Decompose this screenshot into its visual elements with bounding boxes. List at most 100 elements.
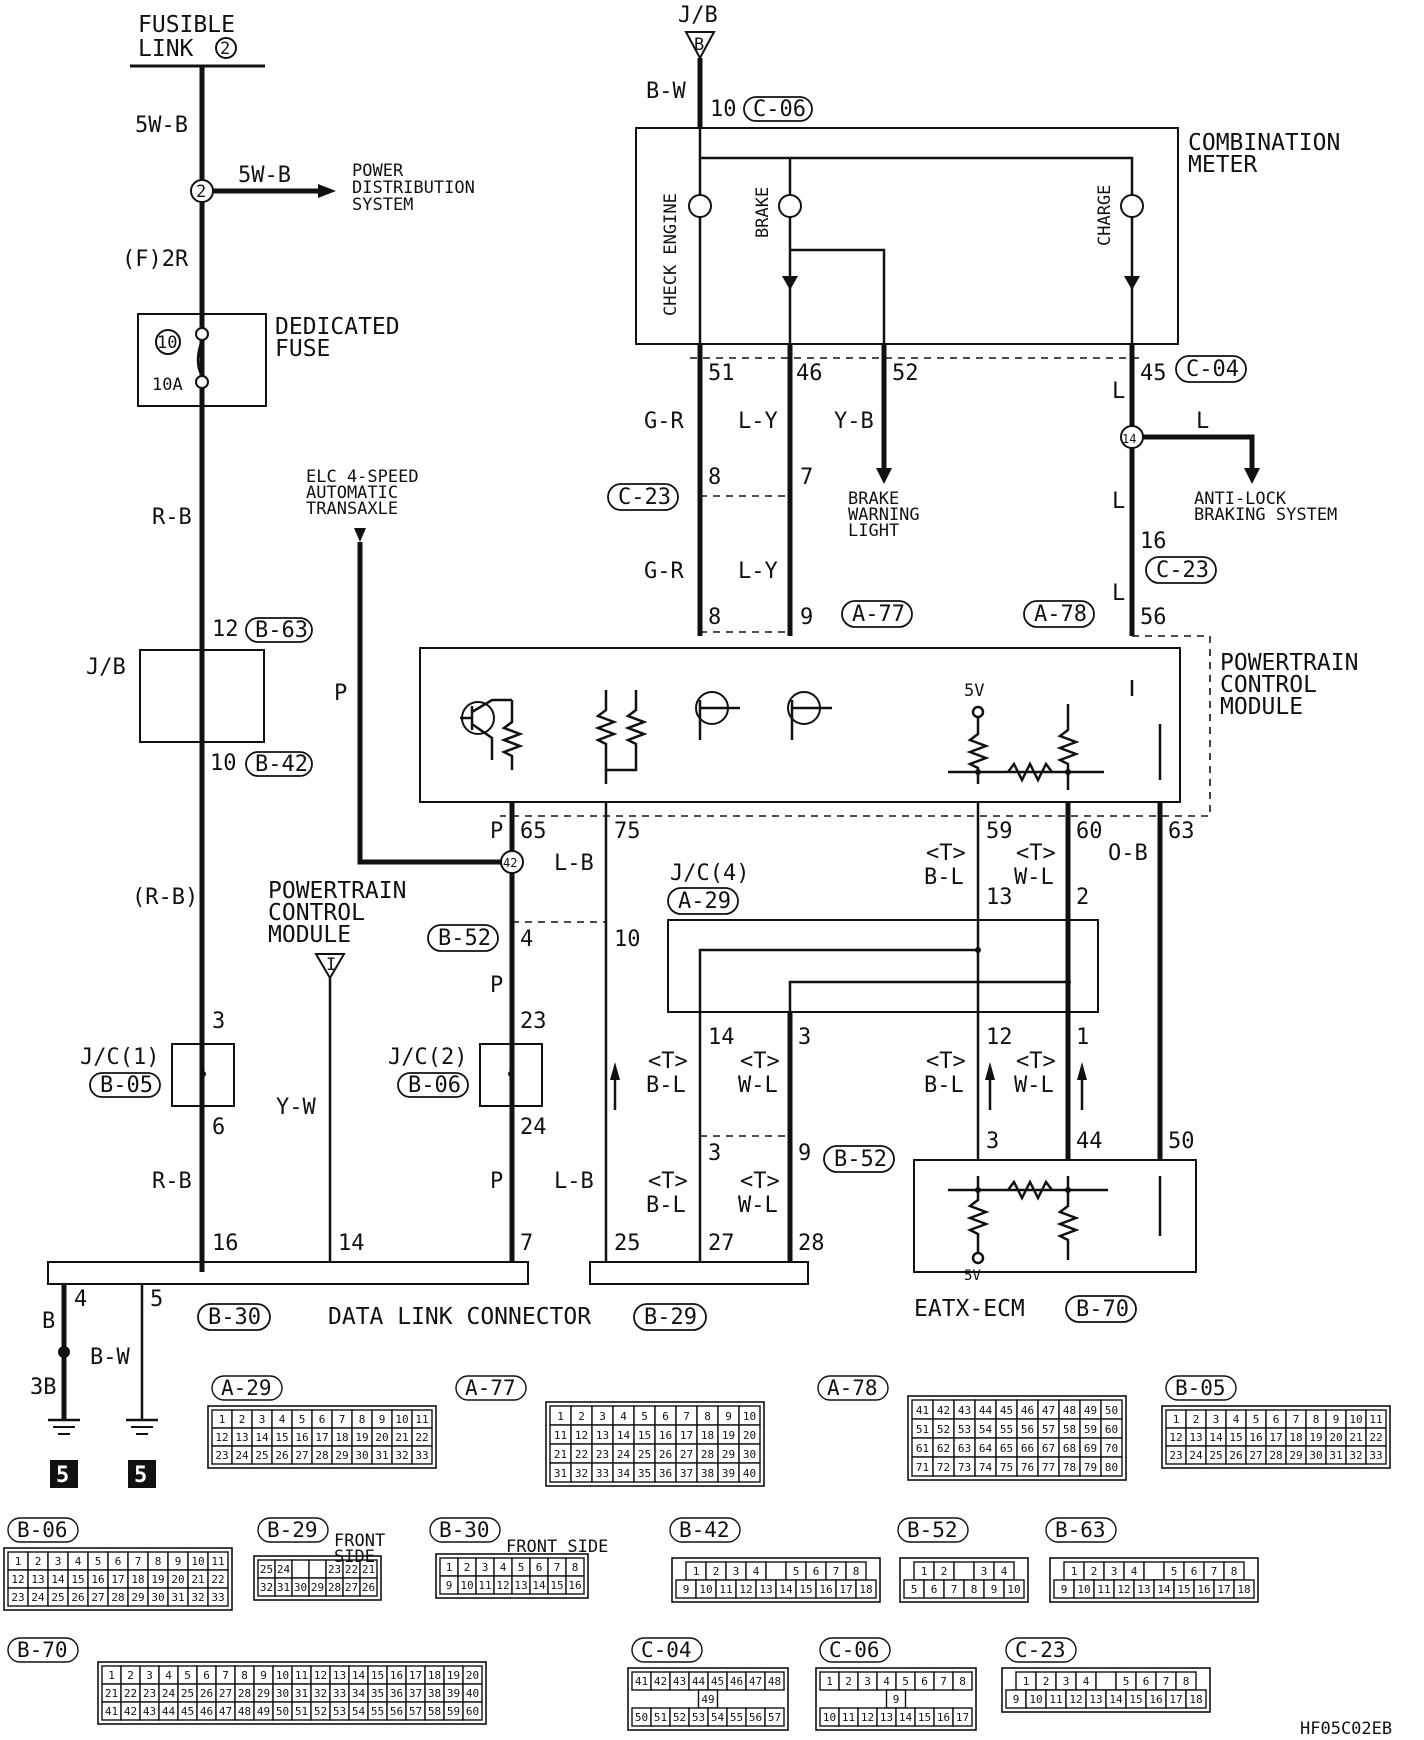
wire-brake-warning-internal	[790, 248, 886, 344]
connector-pin-number: 18	[1289, 1431, 1302, 1444]
connector-pin-number: 65	[1000, 1442, 1013, 1455]
wire-label-bw-top: B-W	[646, 79, 686, 104]
connector-pin-number: 27	[345, 1581, 358, 1594]
fuse-number: 10	[157, 333, 177, 353]
connector-pin-number: 4	[1001, 1565, 1008, 1578]
powertrain-control-module	[419, 647, 1181, 803]
pin-3-jc1: 3	[212, 1009, 225, 1034]
wire-label-gr-a: G-R	[644, 409, 684, 434]
connector-pin-number: 46	[200, 1705, 213, 1718]
joint-connector-4	[667, 919, 1099, 1013]
connector-pin-number: 16	[819, 1583, 832, 1596]
connector-pin-number: 20	[743, 1429, 756, 1442]
connector-pin-number: 43	[673, 1675, 686, 1688]
connector-pin-number: 20	[466, 1669, 479, 1682]
pcm-label-2: CONTROL	[1220, 672, 1317, 698]
connector-pin-number: 32	[260, 1581, 273, 1594]
connector-pin-number: 50	[1105, 1404, 1118, 1417]
connector-pin-number: 1	[1071, 1565, 1078, 1578]
pcm-right-leads-icon	[1130, 680, 1162, 780]
connector-pin-number: 45	[181, 1705, 194, 1718]
connector-pin-number: 8	[971, 1583, 978, 1596]
connector-pin-number: 10	[395, 1413, 408, 1426]
connector-pin-number: 17	[1217, 1583, 1230, 1596]
connector-outline	[899, 1557, 1029, 1603]
splice-42-label: 42	[503, 856, 517, 870]
connector-pin-number: 15	[1229, 1431, 1242, 1444]
check-engine-label: CHECK ENGINE	[661, 193, 681, 316]
connector-pin-number: 36	[390, 1687, 403, 1700]
connector-pin-number: 16	[91, 1573, 104, 1586]
connector-pin-number: 35	[371, 1687, 384, 1700]
connector-pin-number: 3	[599, 1410, 606, 1423]
junction-block-top-label: J/B	[678, 3, 718, 28]
connector-pin-number: 11	[295, 1669, 308, 1682]
connector-tag-frame	[7, 1637, 79, 1663]
connector-pin-number: 23	[215, 1449, 228, 1462]
brake-diode-icon	[782, 276, 798, 290]
pin-5-dlc: 5	[150, 1287, 163, 1312]
pin-59: 59	[986, 819, 1013, 844]
pin-10-b52: 10	[614, 927, 641, 952]
pin-3-jc4: 3	[798, 1025, 811, 1050]
eatx-node-b	[1065, 1187, 1071, 1193]
connector-pin-number: 26	[275, 1449, 288, 1462]
connector-pin-number: 23	[143, 1687, 156, 1700]
connector-pin-number: 12	[314, 1669, 327, 1682]
pcm-5v-label: 5V	[964, 681, 984, 701]
joint-connector-1-label: J/C(1)	[80, 1045, 159, 1070]
connector-pin-number: 5	[1253, 1413, 1260, 1426]
connector-pin-number: 1	[921, 1565, 928, 1578]
connector-pin-number: 27	[91, 1591, 104, 1604]
pin-8-a77: 8	[708, 605, 721, 630]
pin-9-a77: 9	[800, 605, 813, 630]
connector-pin-number: 2	[941, 1565, 948, 1578]
tag-b63: B-63	[245, 617, 313, 643]
wire-p-elc	[357, 542, 501, 865]
connector-pin-number: 25	[1209, 1449, 1222, 1462]
connector-tag-label: C-23	[1015, 1638, 1066, 1662]
wire-label-rb-b: R-B	[152, 1169, 192, 1194]
connector-pin-number: 9	[1013, 1693, 1020, 1706]
connector-pin-number: 21	[105, 1687, 118, 1700]
wire-label-wl-d: W-L	[738, 1193, 778, 1218]
eatx-5v-terminal-icon	[971, 1251, 985, 1265]
connector-tag-frame	[819, 1637, 891, 1663]
connector-pin-number: 18	[701, 1429, 714, 1442]
connector-pin-number: 19	[447, 1669, 460, 1682]
connector-pin-number: 25	[51, 1591, 64, 1604]
connector-pin-number: 53	[692, 1711, 705, 1724]
connector-pin-number: 10	[460, 1579, 473, 1592]
data-link-connector	[47, 1261, 529, 1285]
wire-label-lb-a: L-B	[554, 851, 594, 876]
connector-pin-number: 6	[115, 1555, 122, 1568]
pcm-label-3: MODULE	[1220, 694, 1303, 720]
connector-pin-number: 42	[124, 1705, 137, 1718]
connector-pin-number: 25	[638, 1448, 651, 1461]
connector-pin-number: 31	[277, 1581, 290, 1594]
wire-abs	[1143, 434, 1255, 470]
connector-pin-number: 17	[409, 1669, 422, 1682]
connector-pin-number: 11	[842, 1711, 855, 1724]
connector-pin-number: 55	[371, 1705, 384, 1718]
connector-pin-number: 74	[979, 1461, 993, 1474]
connector-pin-number: 28	[238, 1687, 251, 1700]
connector-pin-number: 6	[931, 1583, 938, 1596]
connector-pin-number: 1	[446, 1561, 453, 1574]
connector-pin-number: 7	[833, 1565, 840, 1578]
pin-63: 63	[1168, 819, 1195, 844]
connector-pin-number: 33	[1369, 1449, 1382, 1462]
connector-pin-number: 46	[730, 1675, 743, 1688]
pcm-ref-label-2: CONTROL	[268, 900, 365, 926]
tag-c06: C-06	[743, 96, 813, 122]
pin-52: 52	[892, 361, 919, 386]
connector-cavity	[855, 1579, 877, 1599]
connector-outline	[1049, 1557, 1259, 1603]
combination-meter-label-2: METER	[1188, 152, 1257, 178]
connector-pin-number: 16	[659, 1429, 672, 1442]
wire-label-f2r: (F)2R	[122, 247, 189, 272]
connector-pin-number: 33	[333, 1687, 346, 1700]
tag-c23-b: C-23	[1145, 556, 1217, 584]
connector-pin-number: 15	[799, 1583, 812, 1596]
